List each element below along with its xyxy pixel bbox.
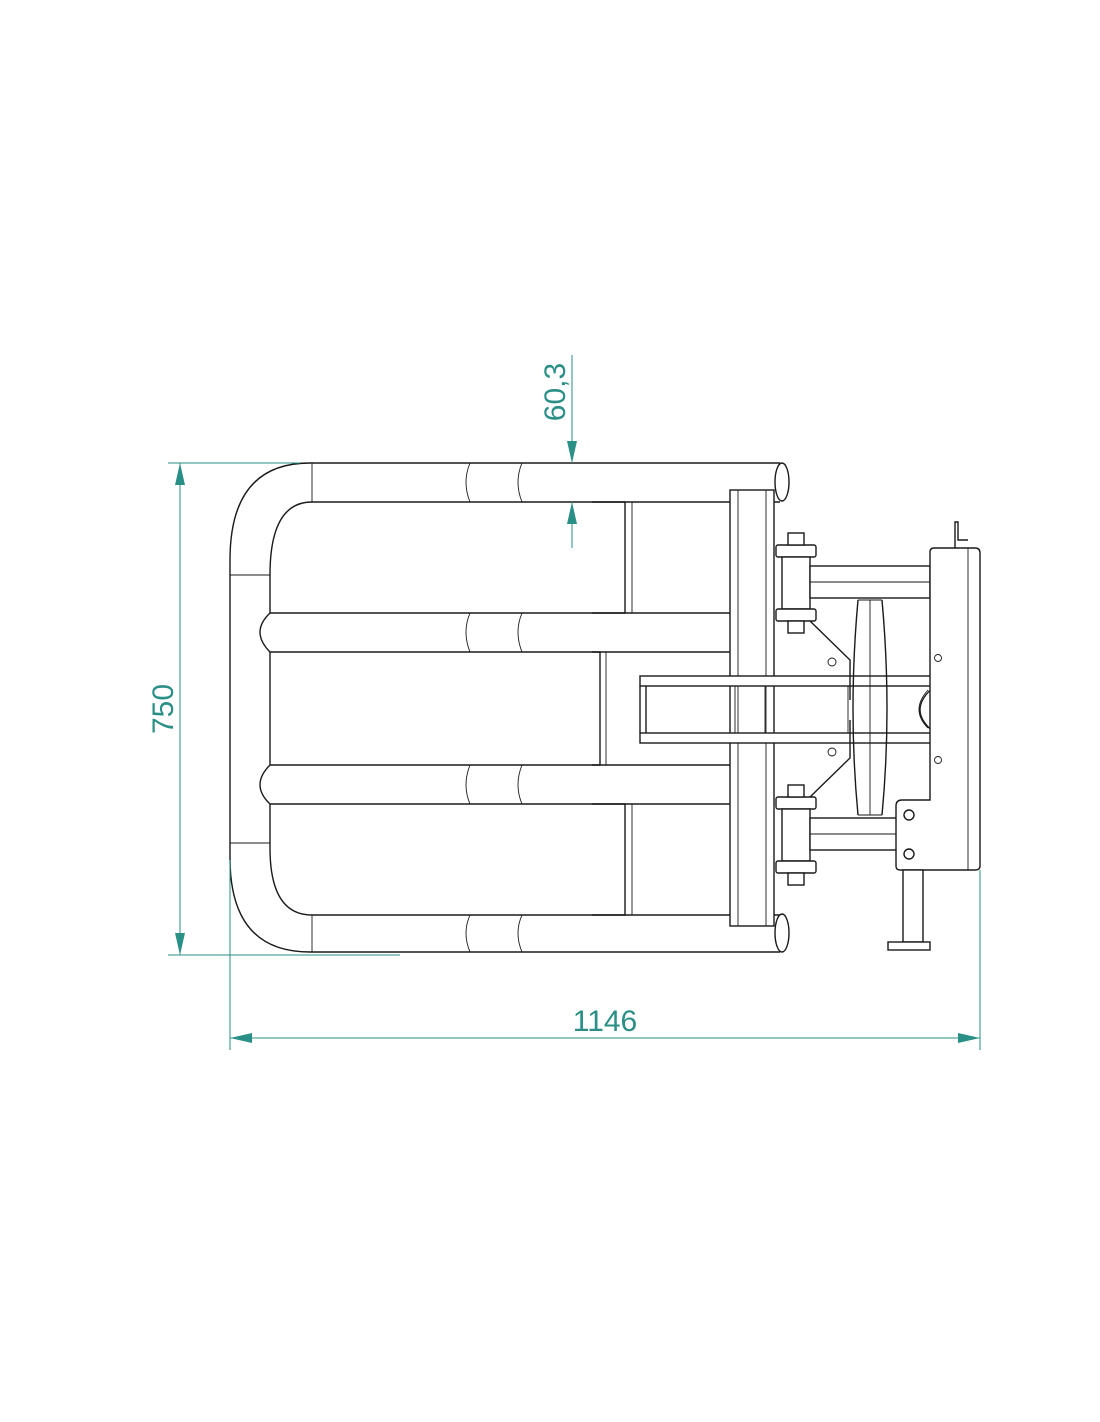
outer-tube-inner-edge (269, 501, 780, 916)
mounting-plate (729, 489, 775, 927)
tube-end-top (774, 462, 790, 502)
width-dimension-label: 1146 (573, 1005, 638, 1038)
centre-bracket (639, 675, 936, 744)
disc-wheel (852, 599, 888, 816)
tube-end-bottom (774, 913, 790, 953)
dimension-height (168, 462, 400, 956)
tube-reducers (592, 501, 633, 916)
middle-bar-lower (259, 764, 730, 805)
dimension-width (229, 860, 981, 1050)
hinge-upper (775, 532, 931, 700)
arrowhead-tube-top (567, 441, 577, 463)
arrowhead-up (175, 463, 185, 485)
arrowhead-tube-bottom (567, 502, 577, 524)
arrowhead-right (958, 1033, 980, 1043)
arrowhead-left (230, 1033, 252, 1043)
height-dimension-label: 750 (147, 684, 180, 734)
side-housing (887, 521, 981, 951)
dimension-tube-diameter (567, 355, 577, 548)
tube-diameter-label: 60,3 (539, 363, 572, 421)
arrowhead-down (175, 933, 185, 955)
middle-bar-upper (259, 612, 730, 653)
tube-frame (229, 462, 790, 953)
outer-tube-outer-edge (229, 462, 780, 953)
